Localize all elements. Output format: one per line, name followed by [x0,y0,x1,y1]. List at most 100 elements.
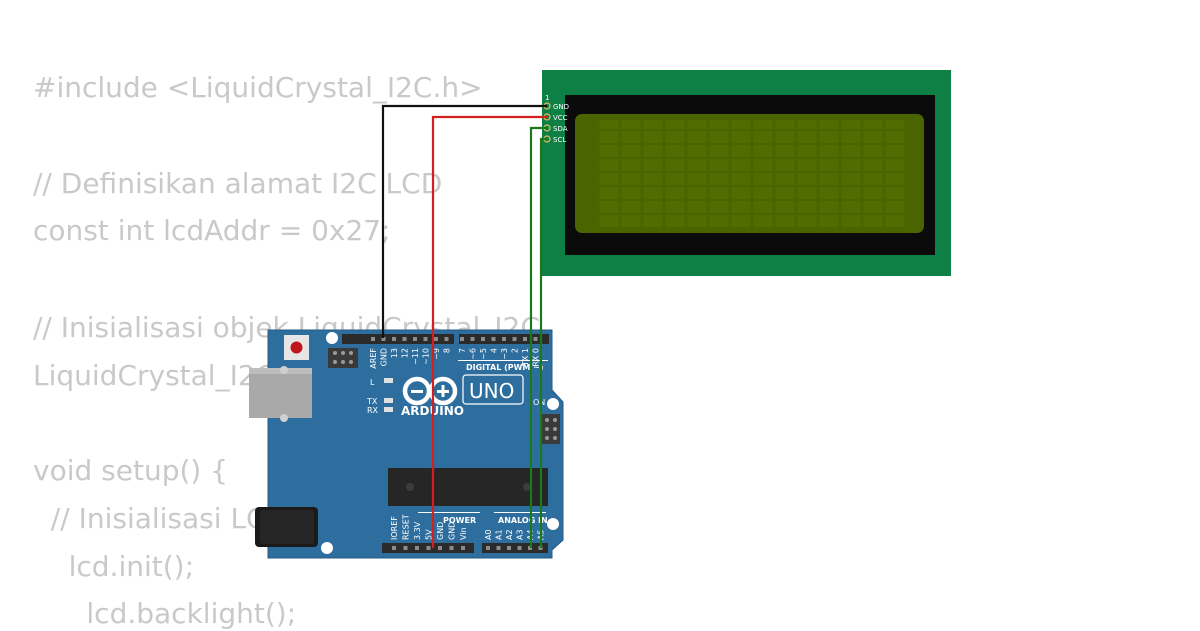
wire-scl[interactable] [539,137,547,548]
header-pin[interactable] [423,337,428,341]
pin-label: RX 0 [532,348,541,367]
header-pin[interactable] [392,546,396,550]
header-pin[interactable] [402,337,407,341]
lcd-pin-label: SCL [553,136,566,144]
pin-label: 13 [390,348,399,358]
pin-label: 8 [443,348,452,353]
header-pin[interactable] [371,337,375,341]
icsp-header [328,348,358,368]
pin-label: TX 1 [521,348,530,367]
header-pin[interactable] [523,337,527,341]
pin-label: ~11 [411,348,420,365]
lcd-pin-label: GND [553,103,569,111]
pin-label: AREF [369,348,378,369]
mounting-hole [326,332,338,344]
header-pin[interactable] [507,546,511,550]
header-pin[interactable] [449,546,454,550]
header-pin[interactable] [413,337,417,341]
header-pin[interactable] [502,337,506,341]
header-pin[interactable] [460,337,464,341]
led-tx-label: TX [366,397,378,406]
lcd-pin-label: SDA [553,125,568,133]
pin-label: A1 [495,529,504,540]
digital-label-line [458,360,548,361]
lcd-pin1-marker: 1 [545,94,549,102]
lcd-character-grid [596,120,904,228]
code-line: const int lcdAddr = 0x27; [33,214,391,247]
pin-label: RESET [402,514,411,540]
pin-label: 7 [458,348,467,353]
usb-connector [249,366,312,422]
led-on-label: ON [533,398,545,407]
led-rx-label: RX [367,406,379,415]
uno-badge [462,374,524,405]
reset-button-cap[interactable] [290,341,303,354]
header-pin[interactable] [533,337,538,341]
arduino-model: UNO [469,379,514,403]
wiring [381,104,547,548]
pin-label: IOREF [390,516,399,540]
lcd-module[interactable]: 1 GND VCC SDA SCL [542,70,951,276]
header-pin[interactable] [470,337,475,341]
pin-label: 3.3V [413,521,422,540]
led-l [384,378,393,383]
power-label: POWER [443,516,476,525]
header-pin[interactable] [481,337,485,341]
icsp-header-right [542,414,560,444]
analog-label: ANALOG IN [498,516,548,525]
header-pin[interactable] [444,337,449,341]
pin-label: ~5 [479,348,488,360]
header-pin[interactable] [512,337,517,341]
pin-label: ~10 [422,348,431,365]
pin-label: 4 [490,348,499,353]
led-rx [384,407,393,412]
mounting-hole [547,398,559,410]
code-line: #include <LiquidCrystal_I2C.h> [33,71,483,104]
pin-label: ~3 [500,348,509,360]
led-l-label: L [370,378,375,387]
arduino-uno-board[interactable]: L TX RX ON ARDUINO UNO [249,329,564,559]
pin-label: Vin [459,527,468,540]
header-pin[interactable] [415,546,419,550]
code-line: lcd.backlight(); [33,597,297,630]
digital-label: DIGITAL (PWM ~) [466,363,544,372]
header-pin[interactable] [392,337,396,341]
header-pin[interactable] [426,546,431,550]
wire-vcc[interactable] [431,115,547,548]
pin-label: ~6 [469,348,478,360]
header-pin[interactable] [517,546,522,550]
analog-header[interactable] [482,543,548,553]
mounting-hole [547,518,559,530]
wire-gnd[interactable] [381,104,547,338]
pin-label: A2 [505,529,514,540]
header-pin[interactable] [461,546,465,550]
lcd-pin-label: VCC [553,114,568,122]
dc-power-jack [255,507,318,547]
analog-label-line [494,512,546,513]
header-pin[interactable] [496,546,501,550]
header-pin[interactable] [381,337,386,341]
atmega-chip [388,468,548,506]
pin-label: 12 [401,348,410,358]
pin-label: 5V [425,529,434,540]
header-pin[interactable] [438,546,442,550]
header-pin[interactable] [491,337,496,341]
pin-label: GND [436,522,445,540]
wire-sda[interactable] [529,126,547,548]
pin-label: GND [448,522,457,540]
header-pin[interactable] [486,546,490,550]
pin-label: 2 [511,348,520,353]
mounting-hole [321,542,333,554]
header-pin[interactable] [403,546,408,550]
code-line: // Definisikan alamat I2C LCD [33,167,443,200]
pin-label: A3 [516,529,525,540]
code-line: void setup() { [33,454,229,487]
code-line: lcd.init(); [33,550,195,583]
pin-label: A0 [484,529,493,540]
reset-button[interactable] [284,335,309,360]
header-pin[interactable] [434,337,438,341]
